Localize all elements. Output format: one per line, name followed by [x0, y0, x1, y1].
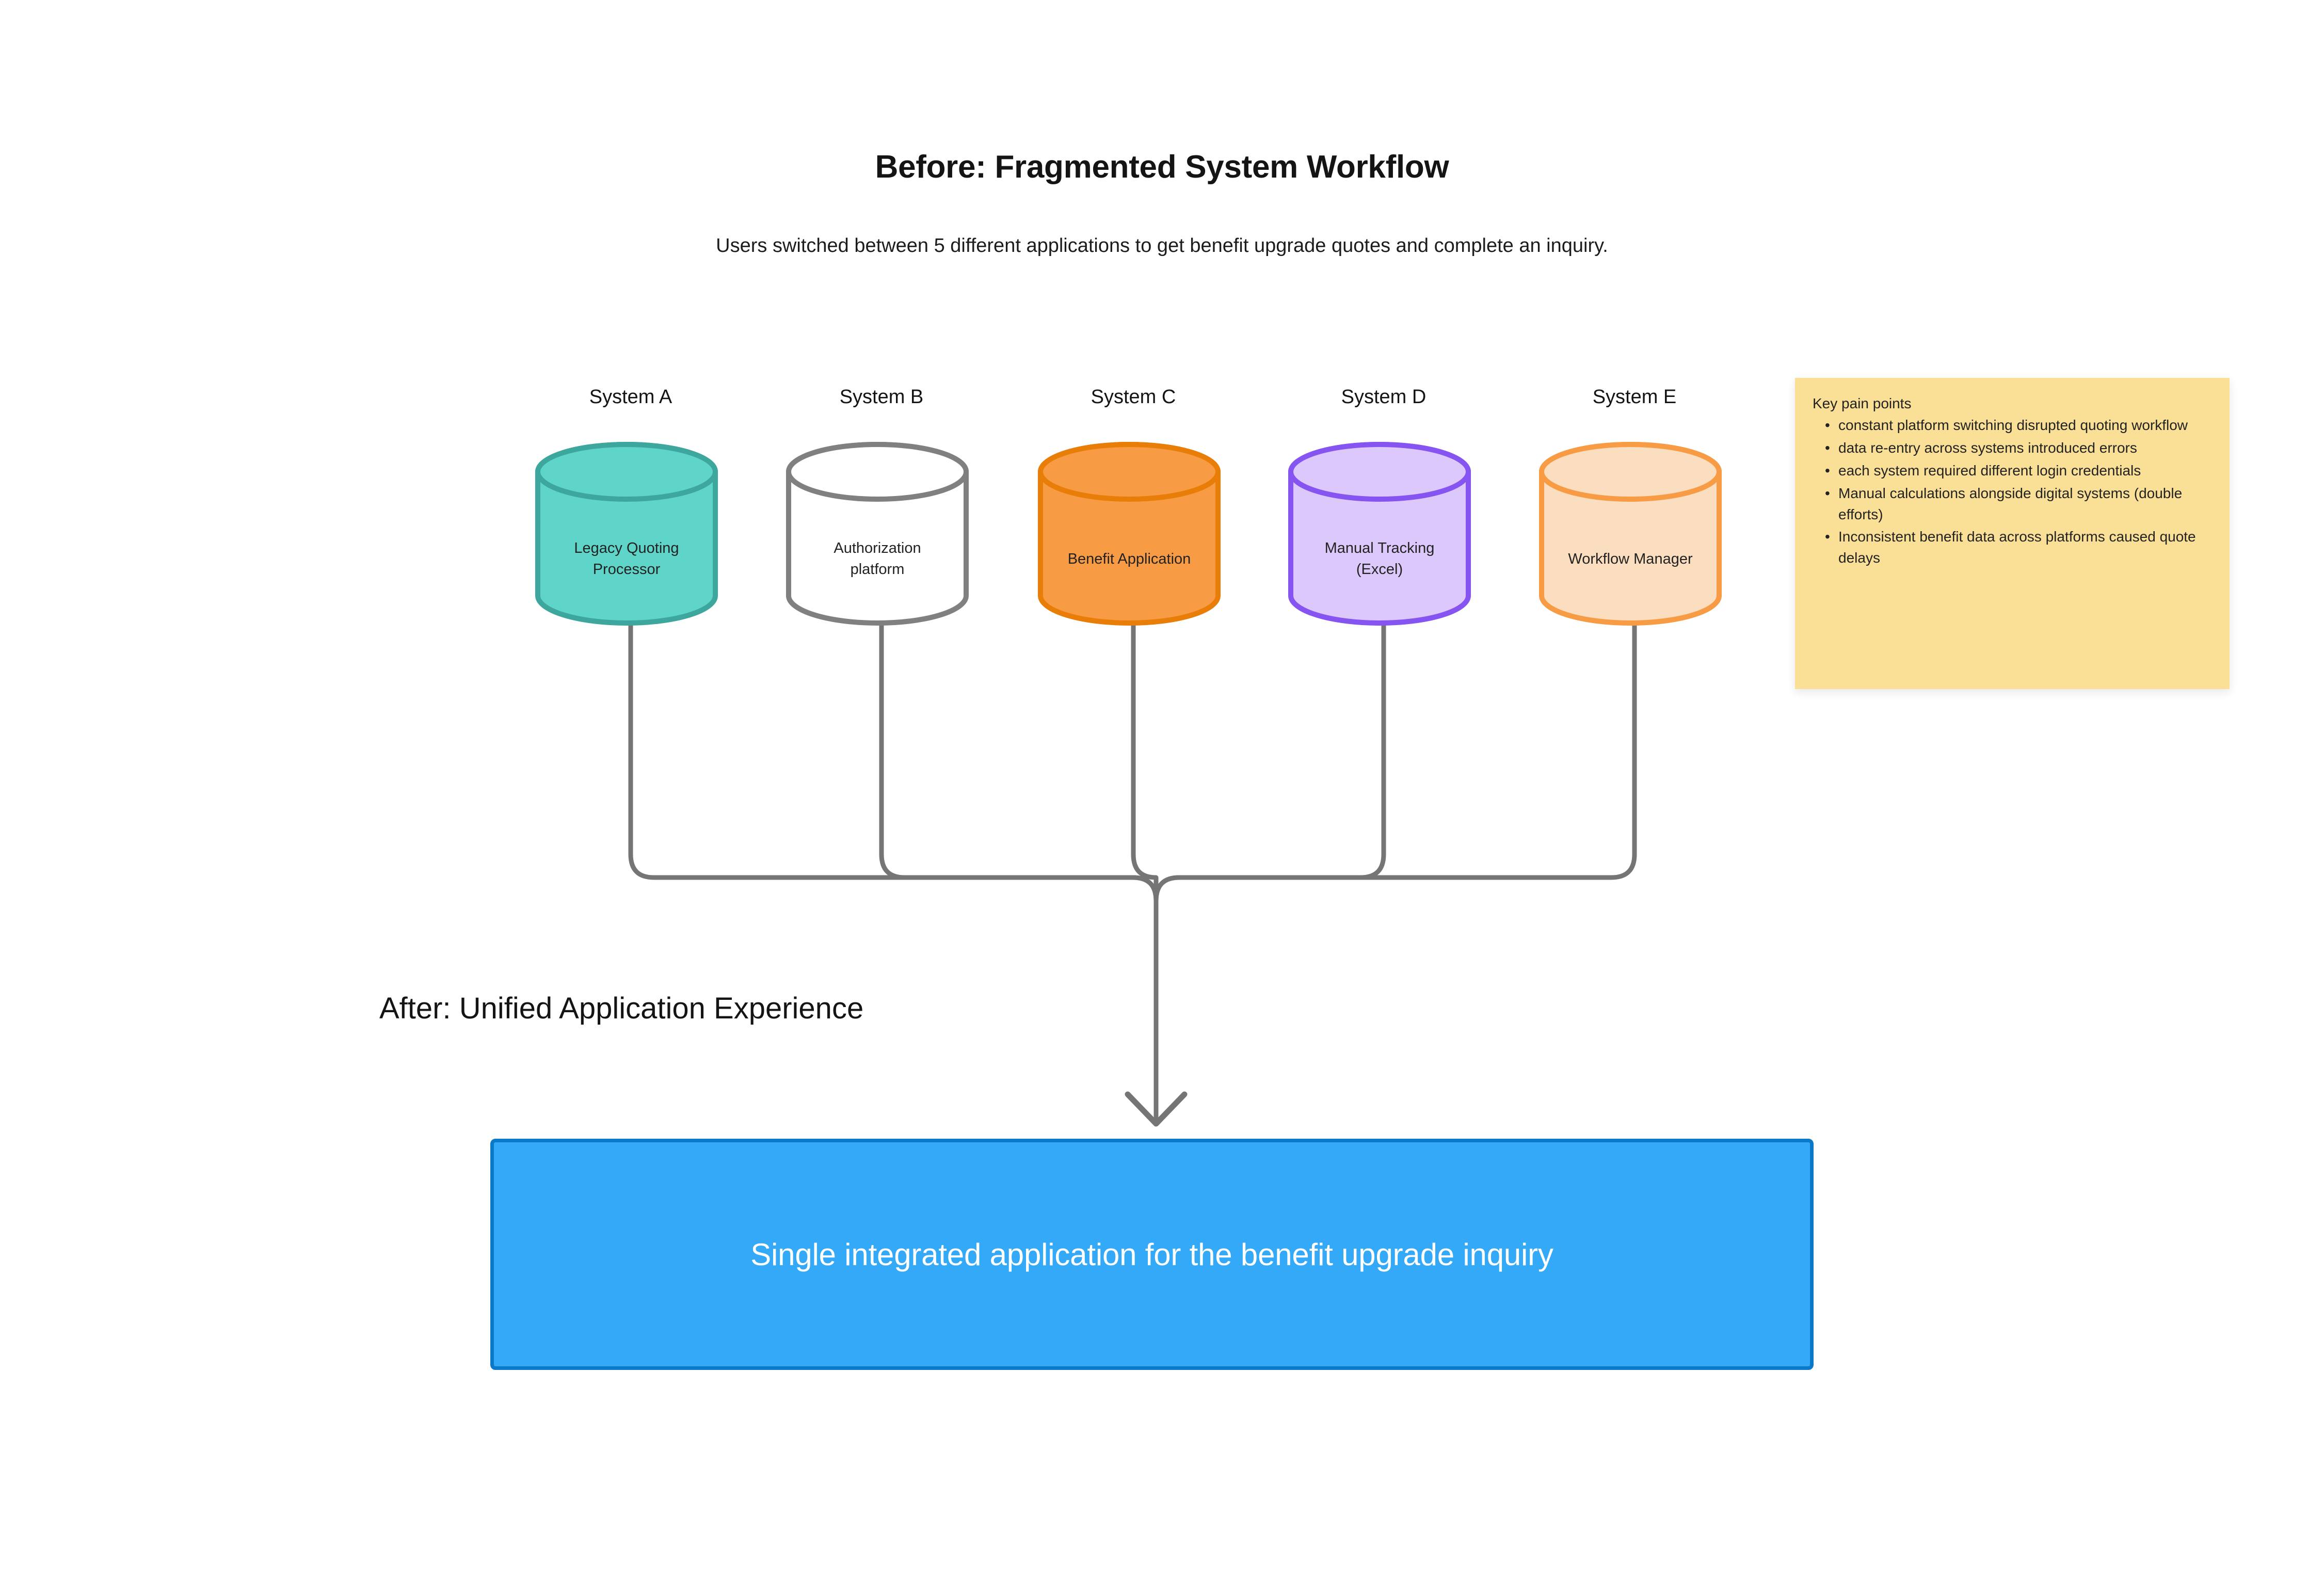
cylinder-system-e[interactable]: Workflow Manager [1539, 442, 1722, 626]
key-pain-points-list: constant platform switching disrupted qu… [1813, 415, 2209, 569]
list-item: data re-entry across systems introduced … [1825, 438, 2209, 459]
arrowhead-icon [1125, 1091, 1188, 1127]
sidebar-label-system-d: System D [1341, 386, 1427, 408]
sidebar-label-system-c: System C [1091, 386, 1176, 408]
after-section-title: After: Unified Application Experience [379, 992, 864, 1025]
connector-system-c [1131, 623, 1159, 1125]
connector-system-a [628, 623, 1159, 1125]
sidebar-label-system-e: System E [1592, 386, 1677, 408]
list-item: each system required different login cre… [1825, 460, 2209, 482]
connector-system-b [879, 623, 1159, 1125]
unified-application-box[interactable]: Single integrated application for the be… [490, 1139, 1814, 1370]
list-item: Inconsistent benefit data across platfor… [1825, 527, 2209, 569]
unified-application-label: Single integrated application for the be… [750, 1237, 1553, 1272]
sidebar-label-system-b: System B [839, 386, 924, 408]
key-pain-points-title: Key pain points [1813, 395, 1912, 411]
cylinder-system-a[interactable]: Legacy Quoting Processor [535, 442, 718, 626]
connector-system-e [1153, 623, 1637, 1125]
cylinder-system-c[interactable]: Benefit Application [1038, 442, 1221, 626]
cylinder-system-d[interactable]: Manual Tracking (Excel) [1288, 442, 1471, 626]
before-section-title: Before: Fragmented System Workflow [875, 149, 1449, 185]
sidebar-label-system-a: System A [589, 386, 672, 408]
list-item: Manual calculations alongside digital sy… [1825, 483, 2209, 525]
key-pain-points-note: Key pain points constant platform switch… [1795, 378, 2230, 689]
before-section-subtitle: Users switched between 5 different appli… [716, 235, 1608, 257]
list-item: constant platform switching disrupted qu… [1825, 415, 2209, 436]
cylinder-system-b[interactable]: Authorization platform [786, 442, 969, 626]
connector-system-d [1153, 623, 1386, 1125]
